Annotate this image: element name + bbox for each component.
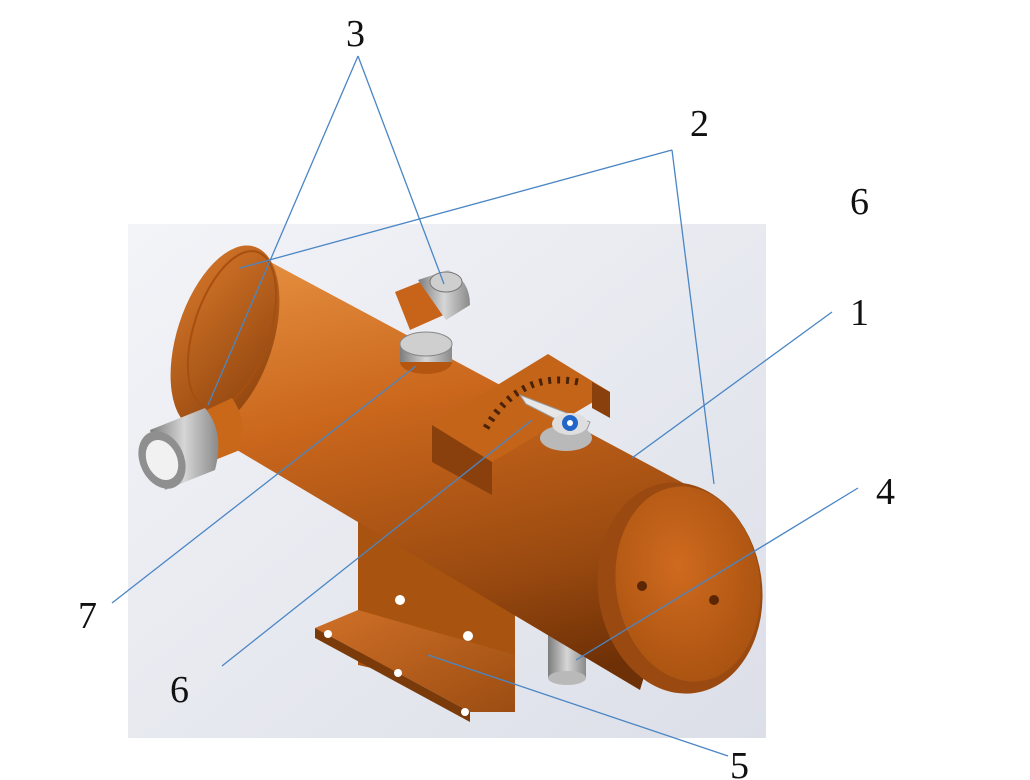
- label-6-bottom: 6: [170, 669, 189, 711]
- leader-6: [221, 419, 533, 667]
- rear-fitting: [395, 270, 470, 330]
- top-plug: [399, 331, 453, 374]
- leader-3-right: [357, 55, 445, 285]
- leader-2-left: [239, 149, 673, 269]
- label-4: 4: [876, 471, 895, 513]
- label-6-top: 6: [850, 181, 869, 223]
- label-7: 7: [78, 595, 97, 637]
- leader-1: [631, 311, 833, 459]
- leader-2-right: [671, 149, 715, 485]
- label-2: 2: [690, 103, 709, 145]
- leader-lines: [111, 55, 859, 757]
- front-fitting: [138, 398, 243, 490]
- leader-3-left: [207, 55, 359, 406]
- label-1: 1: [850, 292, 869, 334]
- label-5: 5: [730, 745, 749, 780]
- leader-7: [111, 365, 417, 604]
- leader-5: [427, 654, 729, 757]
- leader-4: [575, 487, 859, 661]
- indicator-bracket: [432, 354, 610, 495]
- label-3: 3: [346, 13, 365, 55]
